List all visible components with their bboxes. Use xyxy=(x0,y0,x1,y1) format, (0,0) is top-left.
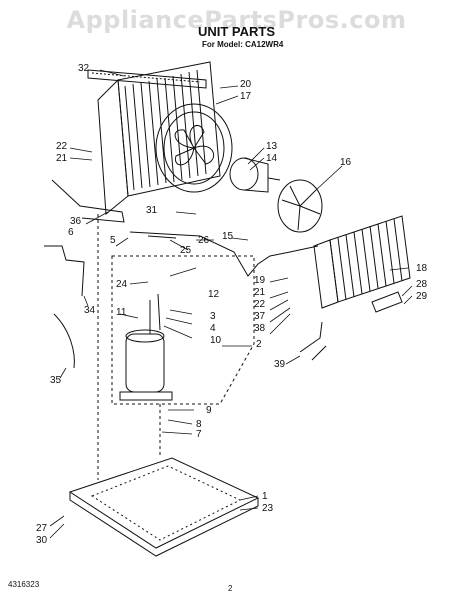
callout-35: 35 xyxy=(50,375,62,386)
callout-21: 21 xyxy=(56,153,68,164)
callout-3: 3 xyxy=(210,311,216,322)
callout-6: 6 xyxy=(68,227,74,238)
callout-9: 9 xyxy=(206,405,212,416)
callout-36: 36 xyxy=(70,216,82,227)
diagram-title: UNIT PARTS xyxy=(197,24,276,39)
part-13-motor xyxy=(229,157,281,193)
part-2-compressor-box xyxy=(111,255,255,405)
part-6-valve xyxy=(51,179,125,223)
callout-39: 39 xyxy=(274,359,286,370)
callout-24: 24 xyxy=(116,279,128,290)
callout-30: 30 xyxy=(36,535,48,546)
callout-31: 31 xyxy=(146,205,158,216)
callout-8: 8 xyxy=(196,419,202,430)
part-35-cord xyxy=(53,313,75,369)
callout-12: 12 xyxy=(208,289,220,300)
part-17-fan-shroud xyxy=(155,103,233,193)
callout-5: 5 xyxy=(110,235,116,246)
callout-22: 22 xyxy=(56,141,68,152)
callout-16: 16 xyxy=(340,157,352,168)
callout-27: 27 xyxy=(36,523,48,534)
part-39-tube xyxy=(299,321,327,361)
callout-28: 28 xyxy=(416,279,428,290)
callout-10: 10 xyxy=(210,335,222,346)
part-2-compressor xyxy=(119,293,173,401)
callout-23: 23 xyxy=(262,503,274,514)
leader-lines xyxy=(49,69,413,539)
callout-34: 34 xyxy=(84,305,96,316)
part-20-condenser-coil xyxy=(97,61,221,215)
callout-38: 38 xyxy=(254,323,266,334)
callout-26: 26 xyxy=(198,235,210,246)
callout-37: 37 xyxy=(254,311,266,322)
callout-7: 7 xyxy=(196,429,202,440)
watermark-text: AppliancePartsPros.com xyxy=(66,6,407,34)
callout-17: 17 xyxy=(240,91,252,102)
callout-29: 29 xyxy=(416,291,428,302)
callout-13: 13 xyxy=(266,141,278,152)
callout-11: 11 xyxy=(116,307,127,318)
callout-2: 2 xyxy=(256,339,262,350)
callout-1: 1 xyxy=(262,491,268,502)
part-18-evaporator-coil xyxy=(313,215,411,309)
page-number: 2 xyxy=(228,584,233,593)
callout-15: 15 xyxy=(222,231,234,242)
callout-14: 14 xyxy=(266,153,278,164)
part-26-tubing xyxy=(129,231,319,277)
part-34-pipe xyxy=(44,245,85,297)
part-25-tube xyxy=(147,235,177,239)
document-number: 4316323 xyxy=(8,580,40,589)
model-line: For Model: CA12WR4 xyxy=(202,40,284,49)
callout-4: 4 xyxy=(210,323,216,334)
callout-32: 32 xyxy=(78,63,90,74)
callout-25: 25 xyxy=(180,245,192,256)
callout-22b: 22 xyxy=(254,299,266,310)
callout-20: 20 xyxy=(240,79,252,90)
part-32-top-bracket xyxy=(87,69,207,89)
callout-21b: 21 xyxy=(254,287,266,298)
callout-19: 19 xyxy=(254,275,266,286)
part-28-bracket xyxy=(371,291,403,313)
callout-18: 18 xyxy=(416,263,428,274)
part-16-blower-wheel xyxy=(277,179,323,233)
